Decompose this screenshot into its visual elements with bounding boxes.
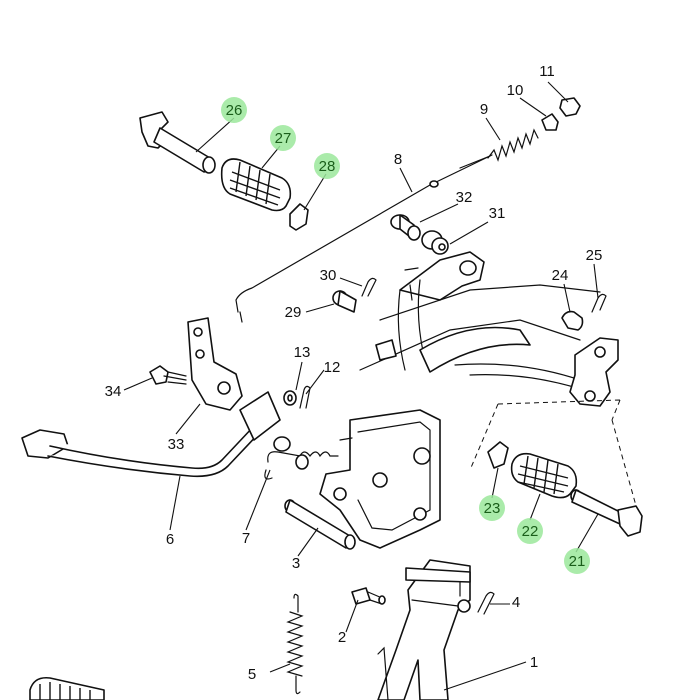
callout-labels: 26 27 28 23 22 21 1 2 3 4 5 6 7 8 9 10 1…: [105, 63, 603, 683]
callout-3: 3: [292, 555, 300, 572]
callout-7: 7: [242, 530, 250, 547]
callout-22: 22: [522, 523, 539, 540]
callout-1: 1: [530, 654, 538, 671]
callout-8: 8: [394, 151, 402, 168]
callout-21: 21: [569, 553, 586, 570]
pin-29: [332, 290, 357, 313]
pivot-shaft: [284, 499, 356, 550]
return-spring: [267, 451, 339, 463]
callout-31: 31: [489, 205, 506, 222]
callout-22-highlight: [517, 518, 543, 544]
brake-rod: [235, 154, 493, 323]
callout-34: 34: [105, 383, 122, 400]
callout-6: 6: [166, 531, 174, 548]
lower-footrest-rubber: [29, 676, 105, 700]
cotter-pin-25: [591, 293, 607, 313]
callout-2: 2: [338, 629, 346, 646]
callout-25: 25: [586, 247, 603, 264]
brake-spring: [459, 128, 539, 169]
callout-11: 11: [539, 63, 555, 80]
washer-13: [283, 390, 297, 406]
pedal-bracket: [187, 317, 243, 411]
bolt-34: [149, 365, 187, 385]
callout-23: 23: [484, 500, 501, 517]
stand-mount: [319, 409, 441, 549]
leader-lines: [123, 81, 599, 691]
callout-21-highlight: [564, 548, 590, 574]
callout-13: 13: [294, 344, 311, 361]
callout-28-highlight: [314, 153, 340, 179]
callout-24: 24: [552, 267, 569, 284]
rear-footrest-bracket: [139, 111, 216, 174]
stand-spring: [286, 593, 304, 695]
nut-11: [559, 97, 581, 117]
front-footrest-rubber: [510, 452, 578, 499]
callout-5: 5: [248, 666, 256, 683]
bolt-2: [351, 587, 386, 605]
callout-29: 29: [285, 304, 302, 321]
cotter-pin-4: [477, 591, 495, 615]
callout-26-highlight: [221, 97, 247, 123]
callout-26: 26: [226, 102, 243, 119]
frame-section: [359, 251, 601, 393]
callout-10: 10: [507, 82, 524, 99]
nut-10: [541, 113, 559, 131]
washer-23: [487, 441, 509, 469]
pin-24: [561, 310, 584, 331]
center-stand: [377, 559, 471, 700]
callout-27-highlight: [270, 125, 296, 151]
callout-4: 4: [512, 594, 520, 611]
callout-27: 27: [275, 130, 292, 147]
washer-28: [289, 203, 309, 231]
callout-30: 30: [320, 267, 337, 284]
rear-footrest-rubber: [220, 158, 292, 212]
cotter-pin-12: [299, 385, 311, 409]
front-footrest-bracket: [570, 489, 643, 537]
callout-28: 28: [319, 158, 336, 175]
bushing-32: [390, 214, 421, 241]
callout-12: 12: [324, 359, 341, 376]
bushing-31: [421, 230, 449, 255]
callout-32: 32: [456, 189, 473, 206]
brake-pedal: [21, 391, 291, 478]
callout-23-highlight: [479, 495, 505, 521]
right-footrest-bracket: [569, 337, 619, 407]
callout-9: 9: [480, 101, 488, 118]
cotter-pin-30: [361, 277, 377, 297]
callout-33: 33: [168, 436, 185, 453]
